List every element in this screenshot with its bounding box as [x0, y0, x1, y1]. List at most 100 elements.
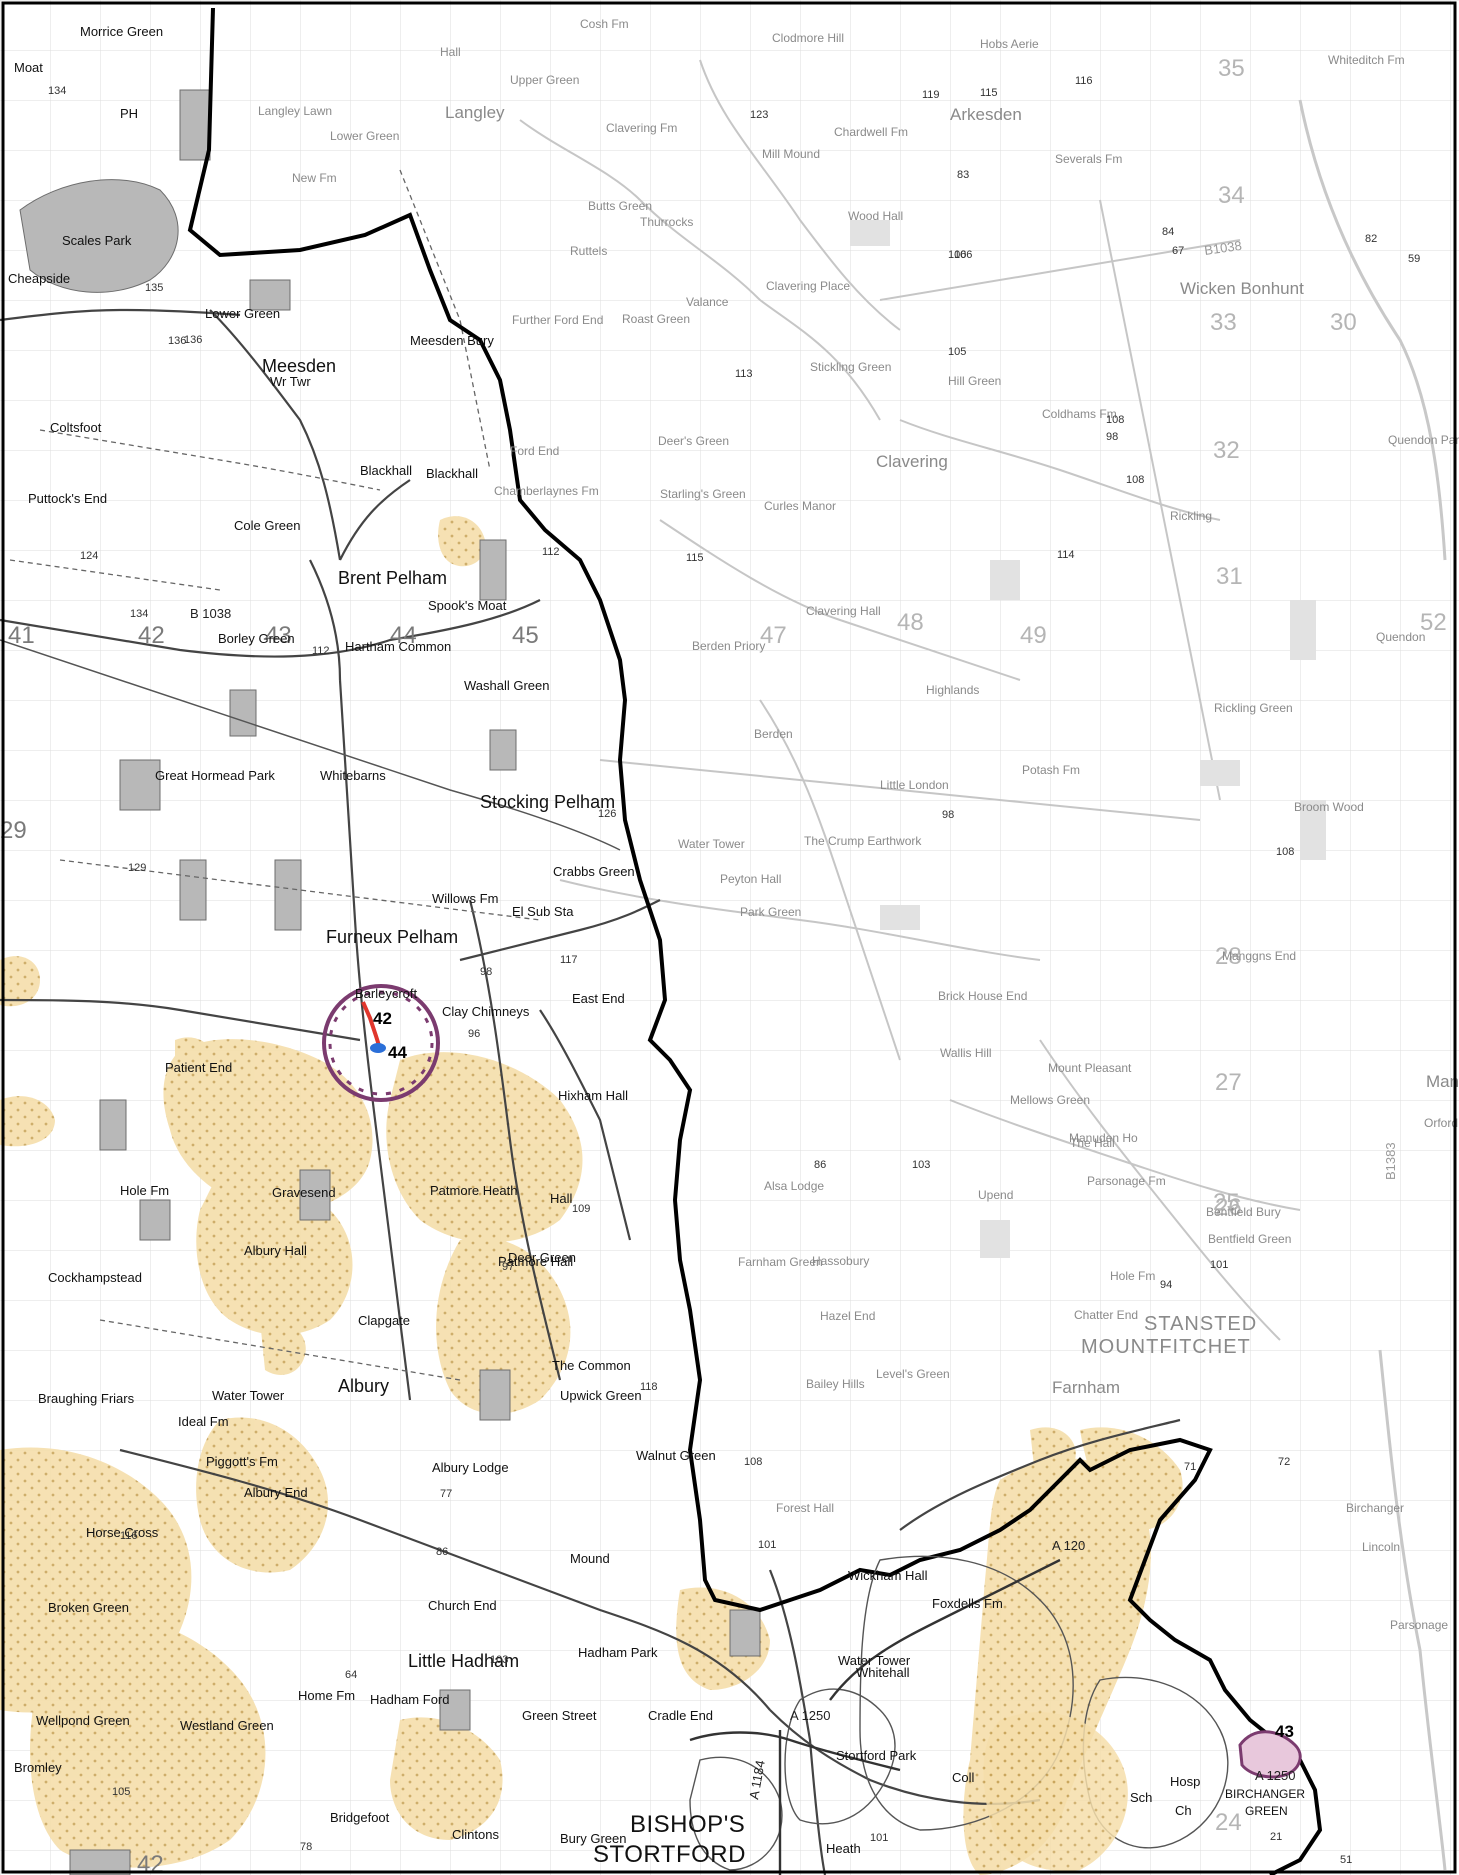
dark-label: Coll	[952, 1770, 975, 1785]
height-label: 103	[912, 1159, 930, 1171]
grey-label: Hazel End	[820, 1309, 875, 1323]
faded-woodland-east	[850, 220, 1326, 1258]
grey-label: Hill Green	[948, 374, 1001, 388]
dark-label: PH	[120, 106, 138, 121]
grey-label: Arkesden	[950, 105, 1022, 124]
grey-label: Rickling Green	[1214, 701, 1293, 715]
svg-text:24: 24	[1215, 1809, 1242, 1836]
grey-label: Berden Priory	[692, 639, 765, 653]
height-label: 112	[542, 546, 560, 558]
dark-label: Lower Green	[205, 306, 280, 321]
height-label: 108	[1276, 846, 1294, 858]
dark-label: Foxdells Fm	[932, 1596, 1003, 1611]
dark-label: Horse Cross	[86, 1525, 159, 1540]
height-label: 116	[1075, 75, 1093, 87]
height-label: 134	[48, 85, 66, 97]
dark-label: Cheapside	[8, 271, 70, 286]
height-label: 67	[1172, 245, 1184, 257]
grey-label: Hobs Aerie	[980, 37, 1039, 51]
dark-label: Moat	[14, 60, 43, 75]
svg-text:28: 28	[1215, 943, 1242, 970]
grey-label: Chatter End	[1074, 1308, 1138, 1322]
grey-label: Further Ford End	[512, 313, 603, 327]
grey-label: Quendon Park	[1388, 433, 1459, 447]
dark-label: Spook's Moat	[428, 598, 507, 613]
grey-label: Mount Pleasant	[1048, 1061, 1132, 1075]
dark-label: Broken Green	[48, 1600, 129, 1615]
grey-label: Valance	[686, 295, 729, 309]
dark-label: Hosp	[1170, 1774, 1200, 1789]
height-label: 77	[440, 1488, 452, 1500]
grey-label: New Fm	[292, 171, 337, 185]
grey-label: Parsonage	[1390, 1618, 1448, 1632]
height-label: 106	[948, 249, 966, 261]
dark-label: The Common	[552, 1358, 631, 1373]
grey-label: Potash Fm	[1022, 763, 1080, 777]
grey-label: The Hall	[1070, 1136, 1115, 1150]
dark-label: Albury End	[244, 1485, 308, 1500]
dark-label: Washall Green	[464, 678, 550, 693]
svg-text:30: 30	[1330, 309, 1357, 336]
height-label: 124	[80, 550, 98, 562]
svg-text:43: 43	[265, 622, 292, 649]
svg-text:26: 26	[1215, 1194, 1242, 1221]
svg-text:44: 44	[390, 622, 417, 649]
grey-label: Farnham Green	[738, 1255, 823, 1269]
road-label-a1250-east: A 1250	[1255, 1768, 1296, 1783]
dark-label: Puttock's End	[28, 491, 107, 506]
dark-label: Patmore Hall	[498, 1254, 573, 1269]
grid-numbers-east: 35 34 33 32 31 30 47 48 49 52 28 27 26 2…	[760, 55, 1447, 1836]
svg-text:25: 25	[1213, 1189, 1240, 1216]
grey-label: Berden	[754, 727, 793, 741]
dark-label: Church End	[428, 1598, 497, 1613]
grey-label: Chardwell Fm	[834, 125, 908, 139]
dark-label: Clapgate	[358, 1313, 410, 1328]
dark-label: Whitehall	[856, 1665, 910, 1680]
dark-label: Bridgefoot	[330, 1810, 390, 1825]
dark-label: Water Tower	[838, 1653, 911, 1668]
site-42-44-marker	[322, 984, 440, 1102]
dark-label: Bromley	[14, 1760, 62, 1775]
woodland-west	[19, 89, 761, 1875]
dark-label: Clintons	[452, 1827, 499, 1842]
dark-label: Deer Green	[508, 1250, 576, 1265]
dark-label: Hadham Ford	[370, 1692, 449, 1707]
height-label: 123	[750, 109, 768, 121]
dark-label: Gravesend	[272, 1185, 336, 1200]
dark-label: Furneux Pelham	[326, 927, 458, 947]
grey-label: Coldhams Fm	[1042, 407, 1117, 421]
dark-label: Great Hormead Park	[155, 768, 275, 783]
dark-label: Hadham Park	[578, 1645, 658, 1660]
height-label: 106	[954, 249, 972, 261]
grey-label: Bentfield Green	[1208, 1232, 1291, 1246]
dark-label: Heath	[826, 1841, 861, 1856]
faded-railway	[1298, 99, 1447, 1871]
svg-text:47: 47	[760, 622, 787, 649]
grey-label: Bentfield Bury	[1206, 1205, 1281, 1219]
svg-text:52: 52	[1420, 609, 1447, 636]
height-label: 105	[948, 346, 966, 358]
height-label: 129	[128, 862, 146, 874]
grey-label: Curles Manor	[764, 499, 836, 513]
grey-label: Forest Hall	[776, 1501, 834, 1515]
height-label: 86	[436, 1546, 448, 1558]
grey-label: Lincoln	[1362, 1540, 1400, 1554]
height-label: 101	[1210, 1259, 1228, 1271]
height-label: 51	[1340, 1854, 1352, 1866]
dark-label: Crabbs Green	[553, 864, 635, 879]
dark-label: Stocking Pelham	[480, 792, 615, 812]
grey-label: Manuden	[1426, 1072, 1459, 1091]
height-label: 105	[112, 1786, 130, 1798]
height-label: 83	[957, 169, 969, 181]
dark-label: Walnut Green	[636, 1448, 716, 1463]
road-label-b1038-east: B1038	[1203, 238, 1242, 258]
dark-label: Hixham Hall	[558, 1088, 628, 1103]
grey-label: Parsonage Fm	[1087, 1174, 1166, 1188]
dark-label: Cole Green	[234, 518, 300, 533]
height-label: 135	[145, 282, 163, 294]
grey-label: Wicken Bonhunt	[1180, 279, 1304, 298]
grey-label: Mellows Green	[1010, 1093, 1090, 1107]
svg-text:48: 48	[897, 609, 924, 636]
road-label-a1250: A 1250	[790, 1708, 831, 1723]
